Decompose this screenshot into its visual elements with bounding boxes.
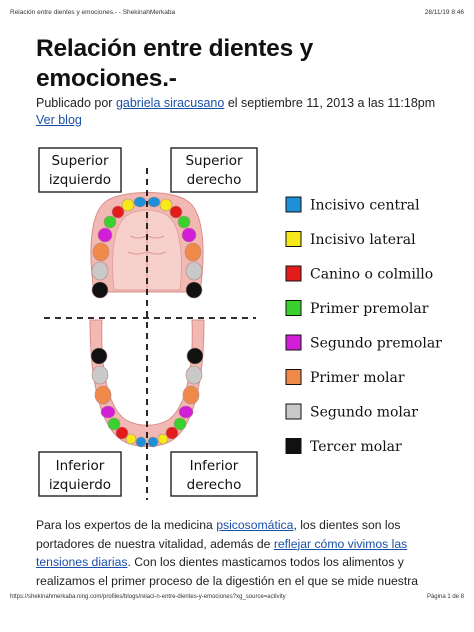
dental-chart-figure: Superior izquierdo Superior derecho Infe…	[38, 147, 442, 500]
quadrant-upper-right-line2: derecho	[187, 172, 242, 188]
legend-label: Segundo premolar	[310, 336, 442, 352]
tooth	[186, 347, 204, 365]
tooth	[169, 205, 183, 219]
legend-label: Primer molar	[310, 370, 405, 386]
tooth	[100, 405, 116, 419]
lower-jaw	[89, 319, 205, 447]
legend-label: Primer premolar	[310, 301, 429, 317]
tooth	[178, 405, 194, 419]
tooth	[182, 385, 200, 405]
legend-swatch	[285, 265, 302, 282]
tooth	[184, 242, 202, 262]
quadrant-upper-right-line1: Superior	[185, 153, 243, 169]
byline: Publicado por gabriela siracusano el sep…	[36, 95, 435, 111]
print-header-title: Relación entre dientes y emociones.- - S…	[10, 9, 176, 16]
quadrant-upper-left-line2: izquierdo	[49, 172, 111, 188]
tooth	[115, 426, 129, 440]
upper-jaw	[90, 192, 204, 293]
tooth	[147, 196, 161, 208]
tooth	[185, 261, 203, 281]
tooth	[121, 198, 135, 212]
quadrant-upper-right: Superior derecho	[170, 147, 258, 193]
tooth	[135, 436, 147, 448]
quadrant-lower-right-line2: derecho	[187, 477, 242, 493]
tooth	[90, 347, 108, 365]
tooth	[103, 215, 117, 229]
tooth	[107, 417, 121, 431]
tooth	[173, 417, 187, 431]
tooth	[97, 227, 113, 243]
tooth	[111, 205, 125, 219]
body-text-2: , los dientes son los portadores de nues…	[36, 518, 401, 551]
legend-label: Incisivo lateral	[310, 232, 416, 248]
body-text-3: . Con los dientes masticamos todos los a…	[36, 555, 419, 588]
print-footer-url: https://shekinahmerkaba.ning.com/profile…	[10, 594, 286, 600]
quadrant-lower-right: Inferior derecho	[170, 451, 258, 497]
byline-date: el septiembre 11, 2013 a las 11:18pm	[227, 96, 436, 110]
ver-blog-link[interactable]: Ver blog	[36, 113, 82, 127]
tooth	[91, 281, 109, 299]
legend-label: Segundo molar	[310, 405, 418, 421]
quadrant-lower-right-line1: Inferior	[190, 458, 239, 474]
quadrant-lower-left-line1: Inferior	[56, 458, 105, 474]
tooth	[94, 385, 112, 405]
legend-swatch	[285, 403, 302, 420]
tooth	[133, 196, 147, 208]
tooth	[185, 365, 203, 385]
legend-swatch	[285, 300, 302, 316]
tooth	[125, 433, 137, 445]
tooth	[147, 436, 159, 448]
print-header-date: 28/11/19 8:46	[424, 9, 464, 16]
legend-swatch	[285, 334, 302, 351]
author-link[interactable]: gabriela siracusano	[115, 96, 225, 110]
print-header: Relación entre dientes y emociones.- - S…	[10, 9, 464, 19]
legend-swatch	[285, 369, 302, 385]
tooth	[92, 242, 110, 262]
body-paragraph: Para los expertos de la medicina psicoso…	[36, 516, 440, 590]
quadrant-upper-left-line1: Superior	[51, 153, 109, 169]
legend-swatch	[285, 231, 302, 247]
tooth	[91, 365, 109, 385]
quadrant-lower-left: Inferior izquierdo	[38, 451, 122, 497]
byline-prefix: Publicado por	[36, 96, 113, 110]
lower-teeth	[90, 347, 204, 448]
upper-teeth	[91, 196, 203, 299]
tooth	[177, 215, 191, 229]
legend-swatch	[285, 196, 302, 213]
body-text-1: Para los expertos de la medicina	[36, 518, 217, 532]
tensiones-link[interactable]: reflejar cómo vivimos las tensiones diar…	[36, 536, 408, 570]
print-footer-page: Página 1 de 8	[426, 594, 464, 600]
legend-label: Tercer molar	[310, 439, 402, 455]
tooth	[185, 281, 203, 299]
print-footer: https://shekinahmerkaba.ning.com/profile…	[10, 594, 464, 604]
legend-label: Incisivo central	[310, 198, 420, 214]
quadrant-upper-left: Superior izquierdo	[38, 147, 122, 193]
tooth	[181, 227, 197, 243]
quadrant-lower-left-line2: izquierdo	[49, 477, 111, 493]
tooth	[157, 433, 169, 445]
tooth	[159, 198, 173, 212]
tooth	[165, 426, 179, 440]
page-title: Relación entre dientes y emociones.-	[36, 35, 314, 92]
ver-blog-row: Ver blog	[36, 112, 82, 128]
legend-label: Canino o colmillo	[310, 267, 433, 283]
legend-swatch	[285, 438, 302, 454]
psicosomatica-link[interactable]: psicosomática	[216, 518, 294, 532]
tooth	[91, 261, 109, 281]
